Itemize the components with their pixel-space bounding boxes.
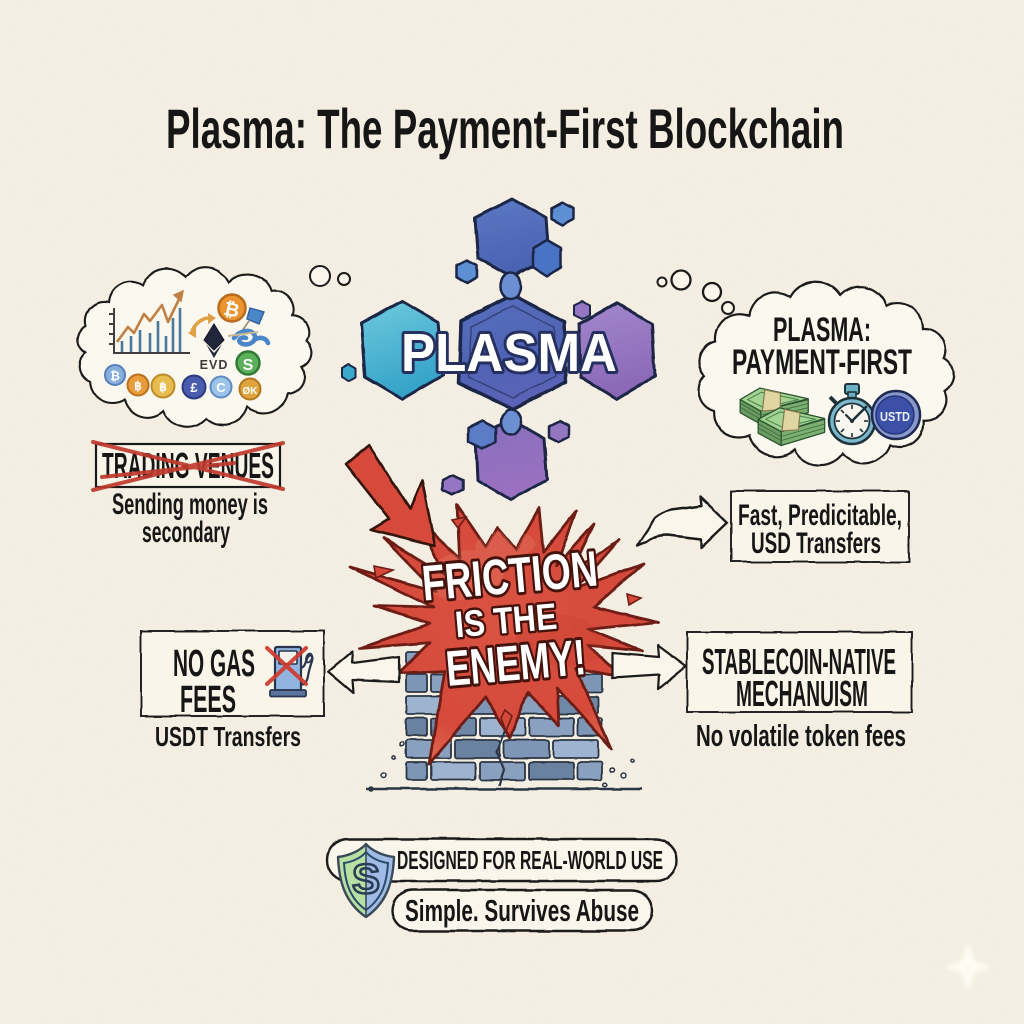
svg-text:PLASMA: PLASMA	[401, 323, 617, 383]
svg-text:C: C	[216, 380, 226, 395]
svg-text:ØK: ØK	[243, 386, 259, 397]
svg-text:USTD: USTD	[880, 409, 910, 424]
svg-text:MECHANUISM: MECHANUISM	[736, 673, 868, 714]
svg-text:USD Transfers: USD Transfers	[751, 527, 881, 560]
svg-text:S: S	[352, 855, 380, 902]
svg-text:฿: ฿	[159, 380, 167, 394]
svg-text:S: S	[243, 357, 254, 374]
svg-text:Simple. Survives Abuse: Simple. Survives Abuse	[405, 893, 639, 928]
svg-text:PAYMENT-FIRST: PAYMENT-FIRST	[732, 343, 912, 382]
svg-text:No volatile token fees: No volatile token fees	[696, 718, 906, 753]
svg-text:STABLECOIN-NATIVE: STABLECOIN-NATIVE	[702, 641, 896, 682]
svg-text:₿: ₿	[222, 299, 242, 323]
svg-text:₿: ₿	[110, 369, 120, 383]
svg-text:Sending money is: Sending money is	[112, 488, 268, 521]
svg-text:NO GAS: NO GAS	[173, 643, 255, 685]
svg-text:Fast, Predicitable,: Fast, Predicitable,	[738, 499, 902, 532]
svg-text:DESIGNED FOR REAL-WORLD USE: DESIGNED FOR REAL-WORLD USE	[397, 845, 663, 875]
svg-text:secondary: secondary	[142, 516, 230, 549]
svg-text:EVD: EVD	[200, 358, 229, 372]
svg-text:Plasma: The Payment-First Bloc: Plasma: The Payment-First Blockchain	[166, 97, 844, 160]
svg-text:£: £	[190, 380, 198, 395]
svg-text:฿: ฿	[134, 379, 142, 393]
svg-text:FEES: FEES	[180, 679, 236, 721]
svg-text:USDT Transfers: USDT Transfers	[155, 721, 301, 752]
svg-text:PLASMA:: PLASMA:	[773, 311, 871, 349]
